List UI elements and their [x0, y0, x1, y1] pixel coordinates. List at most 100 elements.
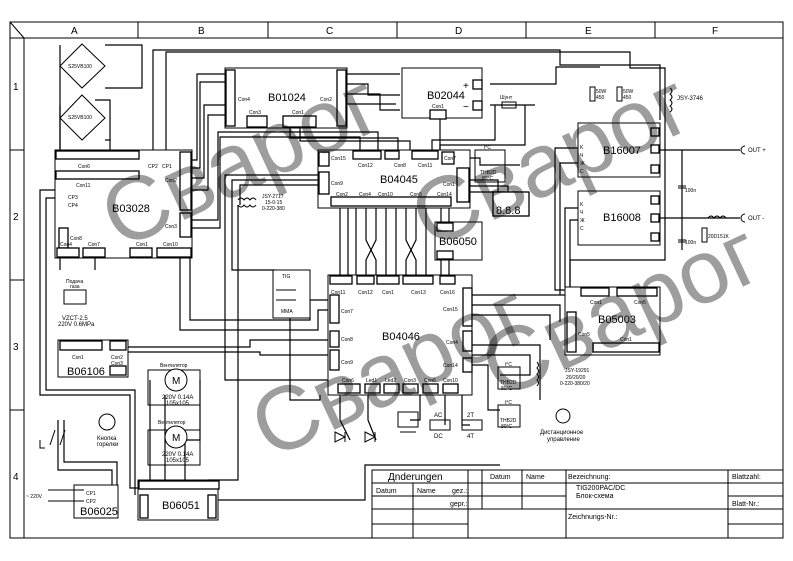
svg-text:CP1: CP1 — [86, 491, 96, 497]
module-b04046: B04046 Con11 Con12 Con1 Con13 Con16 Con7… — [327, 274, 473, 396]
svg-text:Blattzahl:: Blattzahl: — [732, 474, 761, 481]
svg-text:Con1: Con1 — [590, 300, 602, 306]
svg-text:управление: управление — [547, 437, 580, 443]
svg-text:450: 450 — [623, 95, 632, 101]
svg-text:С: С — [580, 169, 584, 175]
svg-text:Дnderungen: Дnderungen — [388, 472, 443, 483]
svg-text:B01024: B01024 — [268, 92, 306, 104]
svg-text:Con9: Con9 — [341, 360, 353, 366]
svg-text:TIG200PAC/DC: TIG200PAC/DC — [576, 485, 625, 492]
svg-text:Con2: Con2 — [320, 97, 332, 103]
svg-text:газа: газа — [70, 284, 80, 290]
svg-text:t°C: t°C — [505, 400, 512, 406]
svg-text:Con1: Con1 — [443, 182, 455, 188]
module-b06025: CP1 CP2 B06025 ~ 220V — [26, 484, 119, 519]
svg-text:DC: DC — [434, 434, 443, 440]
svg-text:0-220-380: 0-220-380 — [262, 206, 285, 212]
svg-text:Блок-схема: Блок-схема — [576, 493, 614, 500]
svg-text:Con7: Con7 — [88, 242, 100, 248]
svg-text:S25VB100: S25VB100 — [68, 64, 92, 70]
svg-text:B03028: B03028 — [112, 203, 150, 215]
svg-text:Led1: Led1 — [366, 378, 377, 384]
svg-text:+: + — [463, 81, 469, 92]
row-label-4: 4 — [13, 472, 19, 483]
output-minus: OUT - — [748, 216, 764, 222]
thermal-switch-1: t°C THB2D 80°C — [474, 145, 506, 183]
svg-text:Con8: Con8 — [70, 236, 82, 242]
svg-text:Con9: Con9 — [331, 181, 343, 187]
module-b06106: B06106 Con1 Con2 Con3 — [57, 339, 129, 378]
resistor-1: 50W 450 — [589, 86, 607, 102]
ac-dc-switch[interactable]: AC DC — [429, 413, 451, 440]
mains-switch[interactable] — [39, 429, 66, 449]
svg-text:Con14: Con14 — [437, 192, 452, 198]
svg-text:Дистанционное: Дистанционное — [540, 430, 584, 436]
svg-text:80°C: 80°C — [482, 176, 494, 182]
svg-text:−: − — [463, 102, 469, 113]
mains-input-label: ~ 220V — [26, 494, 43, 500]
svg-text:Con11: Con11 — [331, 290, 346, 296]
svg-text:Con16: Con16 — [440, 290, 455, 296]
svg-text:Con10: Con10 — [378, 192, 393, 198]
wiring — [39, 44, 740, 501]
module-b05003: B05003 Con1 Con5 Con5 Con1 — [564, 286, 661, 356]
svg-text:Ж: Ж — [580, 161, 585, 167]
tig-mma-switch[interactable]: TIG MMA — [272, 269, 311, 319]
inductor-jsy-3746: JSY-3746 — [669, 87, 703, 113]
module-b16008: B16008 K Ч Ж С — [577, 190, 661, 246]
svg-text:Con6: Con6 — [78, 164, 90, 170]
pulse-switch[interactable] — [397, 411, 419, 433]
2t-4t-switch[interactable]: 2T 4T — [461, 413, 483, 440]
output-filter: 100n 100n 20D151K OUT + OUT - — [678, 145, 766, 246]
svg-text:gepr.:: gepr.: — [450, 501, 468, 508]
svg-text:Con4: Con4 — [446, 340, 458, 346]
transformer-jsy-19291: JSY-19291 20/20/20 0-220-380/20 — [536, 361, 590, 387]
svg-text:80°C: 80°C — [501, 424, 513, 430]
svg-text:80°C: 80°C — [501, 386, 513, 392]
svg-text:B06051: B06051 — [162, 500, 200, 512]
svg-text:B05003: B05003 — [598, 314, 636, 326]
fan-2: M Вентилятор 220V 0.14A 105x105 — [147, 420, 201, 466]
svg-text:B04045: B04045 — [380, 174, 418, 186]
svg-text:Con11: Con11 — [76, 183, 91, 189]
svg-text:Con11: Con11 — [418, 163, 433, 169]
svg-text:MMA: MMA — [281, 309, 293, 315]
svg-text:Con13: Con13 — [411, 290, 426, 296]
bridge-rectifier-1: S25VB100 — [59, 43, 106, 89]
module-b06050: B06050 — [434, 221, 483, 261]
svg-text:Шунт: Шунт — [500, 95, 513, 101]
module-b01024: B01024 Con4 Con2 Con3 Con1 — [224, 67, 348, 129]
svg-text:Con1: Con1 — [620, 337, 632, 343]
svg-text:Con15: Con15 — [331, 156, 346, 162]
svg-text:Con1: Con1 — [72, 355, 84, 361]
svg-text:B16008: B16008 — [603, 212, 641, 224]
svg-text:JSY-3746: JSY-3746 — [677, 96, 703, 102]
svg-text:Ч: Ч — [580, 210, 583, 216]
svg-text:B04046: B04046 — [382, 331, 420, 343]
svg-text:8.8.8: 8.8.8 — [496, 205, 520, 217]
svg-text:CP2: CP2 — [148, 164, 158, 170]
svg-text:Led2: Led2 — [385, 378, 396, 384]
remote-control-socket[interactable]: Дистанционное управление — [540, 408, 584, 443]
svg-text:Подача: Подача — [66, 279, 83, 285]
svg-text:B06050: B06050 — [439, 236, 477, 248]
row-label-1: 1 — [13, 82, 19, 93]
torch-button-socket[interactable]: Кнопка горелки — [97, 413, 118, 448]
svg-text:M: M — [172, 376, 180, 387]
svg-text:M: M — [172, 433, 180, 444]
svg-text:B06025: B06025 — [80, 506, 118, 518]
svg-text:THB2D: THB2D — [500, 418, 517, 424]
svg-text:2T: 2T — [467, 413, 474, 419]
svg-text:JSY-19291: JSY-19291 — [565, 368, 589, 374]
svg-text:50W: 50W — [596, 89, 607, 95]
svg-text:t°C: t°C — [505, 362, 512, 368]
svg-text:Con4: Con4 — [359, 192, 371, 198]
svg-text:Con12: Con12 — [358, 290, 373, 296]
svg-text:Blatt-Nr.:: Blatt-Nr.: — [732, 501, 759, 508]
svg-text:Con1: Con1 — [432, 104, 444, 110]
module-b06051: B06051 — [137, 479, 220, 521]
svg-text:Con1: Con1 — [382, 290, 394, 296]
svg-text:Con4: Con4 — [60, 242, 72, 248]
svg-text:105x105: 105x105 — [166, 401, 190, 407]
svg-text:Datum: Datum — [490, 474, 511, 481]
